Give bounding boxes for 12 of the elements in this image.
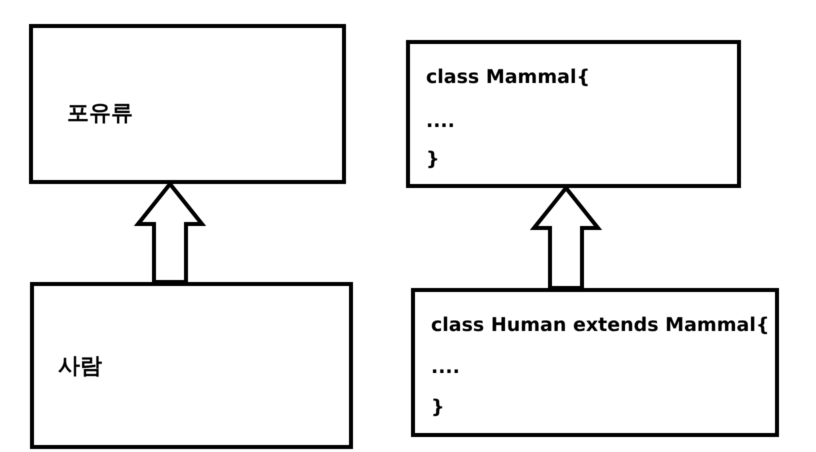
concept-box bbox=[29, 24, 346, 184]
node-label: 사람 bbox=[58, 353, 102, 381]
code-line: .... bbox=[431, 356, 460, 378]
code-line: } bbox=[426, 148, 440, 170]
code-line: class Human extends Mammal{ bbox=[431, 314, 770, 336]
node-label: 포유류 bbox=[67, 100, 133, 128]
code-line: } bbox=[431, 396, 445, 418]
concept-box bbox=[30, 282, 353, 449]
code-line: .... bbox=[426, 110, 455, 132]
code-line: class Mammal{ bbox=[426, 66, 590, 88]
class-box bbox=[406, 40, 741, 188]
class-box bbox=[411, 288, 779, 437]
